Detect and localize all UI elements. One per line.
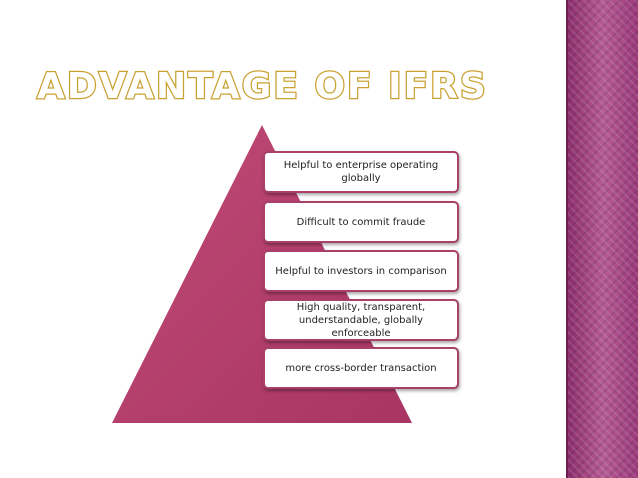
advantage-text-5: more cross-border transaction: [285, 362, 437, 374]
advantage-item-4: High quality, transparent, understandabl…: [263, 299, 459, 341]
advantage-item-5: more cross-border transaction: [263, 347, 459, 389]
advantage-item-2: Difficult to commit fraude: [263, 201, 459, 243]
advantage-text-1: Helpful to enterprise operating globally: [283, 160, 439, 184]
advantage-item-1: Helpful to enterprise operating globally: [263, 151, 459, 193]
advantage-text-3: Helpful to investors in comparison: [275, 265, 447, 277]
slide-title: ADVANTAGE OF IFRS: [37, 66, 488, 107]
decorative-sidebar: [568, 0, 638, 478]
advantage-item-3: Helpful to investors in comparison: [263, 250, 459, 292]
advantage-text-2: Difficult to commit fraude: [296, 216, 426, 228]
advantage-text-4: High quality, transparent, understandabl…: [296, 301, 426, 339]
sidebar-edge: [566, 0, 568, 478]
